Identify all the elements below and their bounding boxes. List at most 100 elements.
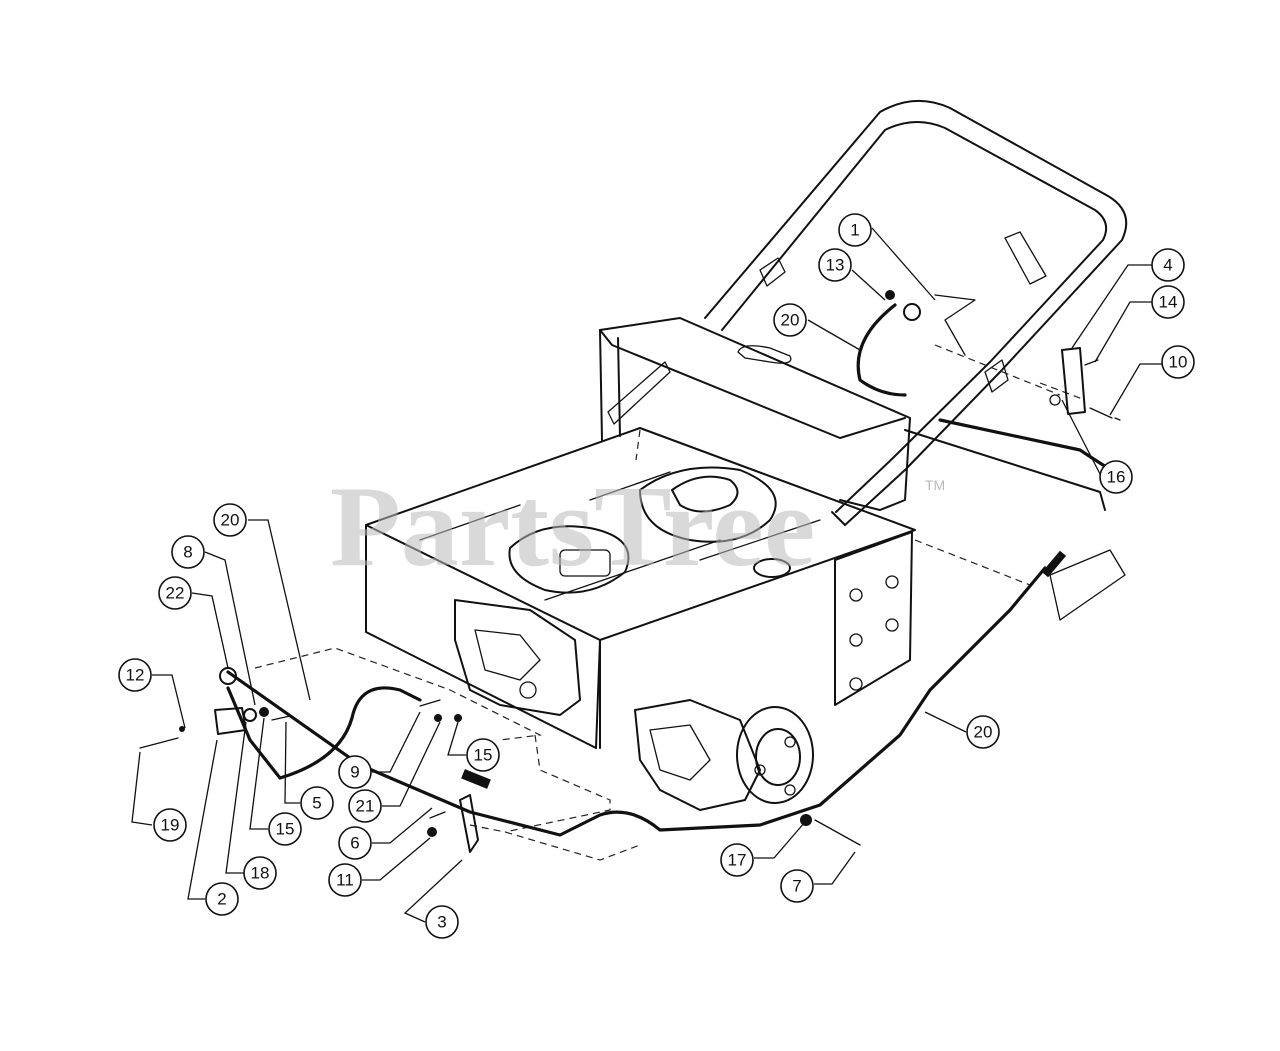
callout-number: 6	[350, 834, 359, 853]
callout-6: 6	[338, 807, 433, 860]
callout-leader	[403, 859, 463, 923]
callout-leader	[1094, 301, 1152, 363]
callout-leader	[191, 592, 229, 669]
watermark-trademark: TM	[925, 477, 945, 493]
callout-number: 16	[1107, 468, 1126, 487]
callout-leader	[131, 751, 153, 826]
callout-leader	[152, 674, 186, 729]
callout-circle	[818, 248, 852, 282]
callout-circle	[158, 576, 192, 610]
callout-number: 18	[251, 864, 270, 883]
callout-13: 13	[818, 248, 886, 301]
callout-9: 9	[338, 711, 421, 789]
callout-number: 8	[183, 543, 192, 562]
callout-circle	[338, 755, 372, 789]
callout-number: 1	[850, 221, 859, 240]
callout-leader	[924, 711, 967, 733]
callout-circle	[773, 303, 807, 337]
callout-circle	[338, 826, 372, 860]
callout-17: 17	[720, 821, 806, 877]
callout-11: 11	[328, 837, 431, 897]
callout-leader	[1061, 399, 1101, 475]
callout-15: 15	[249, 717, 302, 846]
callout-leader	[382, 721, 441, 807]
callout-leader	[814, 851, 856, 885]
right-transmission	[634, 699, 814, 811]
callout-number: 19	[161, 816, 180, 835]
assembly-guides	[254, 344, 1086, 861]
callout-19: 19	[131, 751, 187, 842]
callout-leader	[249, 717, 268, 830]
callout-leader	[807, 319, 861, 351]
callout-circle	[268, 812, 302, 846]
handle-bar	[704, 99, 1128, 526]
callout-5: 5	[284, 721, 334, 820]
hardware-parts	[139, 290, 1121, 853]
callout-leader	[204, 551, 256, 706]
callout-circle	[966, 715, 1000, 749]
callout-1: 1	[838, 213, 936, 301]
callout-number: 15	[474, 746, 493, 765]
callout-20: 20	[213, 503, 311, 701]
callout-22: 22	[158, 576, 229, 669]
callout-number: 5	[312, 794, 321, 813]
callout-circle	[1151, 285, 1185, 319]
callout-number: 10	[1169, 353, 1188, 372]
rear-platform	[904, 429, 1126, 621]
console-bracket	[599, 317, 911, 511]
callout-circle	[720, 843, 754, 877]
callout-number: 3	[437, 913, 446, 932]
callout-2: 2	[187, 739, 239, 916]
callout-leader	[1109, 363, 1162, 416]
callout-circle	[348, 789, 382, 823]
callout-3: 3	[403, 859, 463, 939]
callout-circle	[153, 808, 187, 842]
callout-12: 12	[118, 658, 186, 729]
callout-number: 13	[826, 256, 845, 275]
callout-number: 20	[781, 311, 800, 330]
callout-number: 15	[276, 820, 295, 839]
callout-leader	[284, 721, 300, 804]
callout-circle	[300, 786, 334, 820]
callout-circle	[838, 213, 872, 247]
callout-leader	[372, 807, 433, 844]
callout-number: 4	[1163, 256, 1172, 275]
callout-number: 14	[1159, 293, 1178, 312]
watermark: PartsTree TM	[330, 463, 945, 591]
callout-18: 18	[225, 721, 277, 890]
callout-4: 4	[1071, 248, 1185, 349]
callout-circle	[205, 882, 239, 916]
callout-number: 9	[350, 763, 359, 782]
callout-leader	[362, 837, 431, 881]
callout-circle	[328, 863, 362, 897]
callout-number: 11	[336, 871, 354, 890]
callout-leader	[754, 821, 806, 859]
watermark-logo: PartsTree	[330, 463, 815, 591]
callout-leader	[1071, 264, 1152, 349]
callout-7: 7	[780, 851, 856, 903]
callout-14: 14	[1094, 285, 1185, 363]
callout-number: 21	[356, 797, 375, 816]
callout-circle	[213, 503, 247, 537]
callout-circle	[1099, 460, 1133, 494]
left-transmission	[454, 599, 581, 716]
deck-plate	[365, 427, 916, 749]
callout-number: 20	[221, 511, 240, 530]
callout-20: 20	[924, 711, 1000, 749]
callout-number: 12	[126, 666, 145, 685]
callout-leader	[871, 227, 936, 301]
callout-number: 2	[217, 890, 226, 909]
callout-16: 16	[1061, 399, 1133, 494]
callout-8: 8	[171, 535, 256, 706]
callout-number: 17	[728, 851, 747, 870]
callout-10: 10	[1109, 345, 1195, 416]
side-plate	[834, 531, 913, 706]
callout-circle	[1161, 345, 1195, 379]
callout-circle	[1151, 248, 1185, 282]
callout-circle	[118, 658, 152, 692]
callout-20: 20	[773, 303, 861, 351]
callout-number: 7	[792, 877, 801, 896]
callout-leader	[225, 721, 247, 874]
callout-circle	[780, 869, 814, 903]
